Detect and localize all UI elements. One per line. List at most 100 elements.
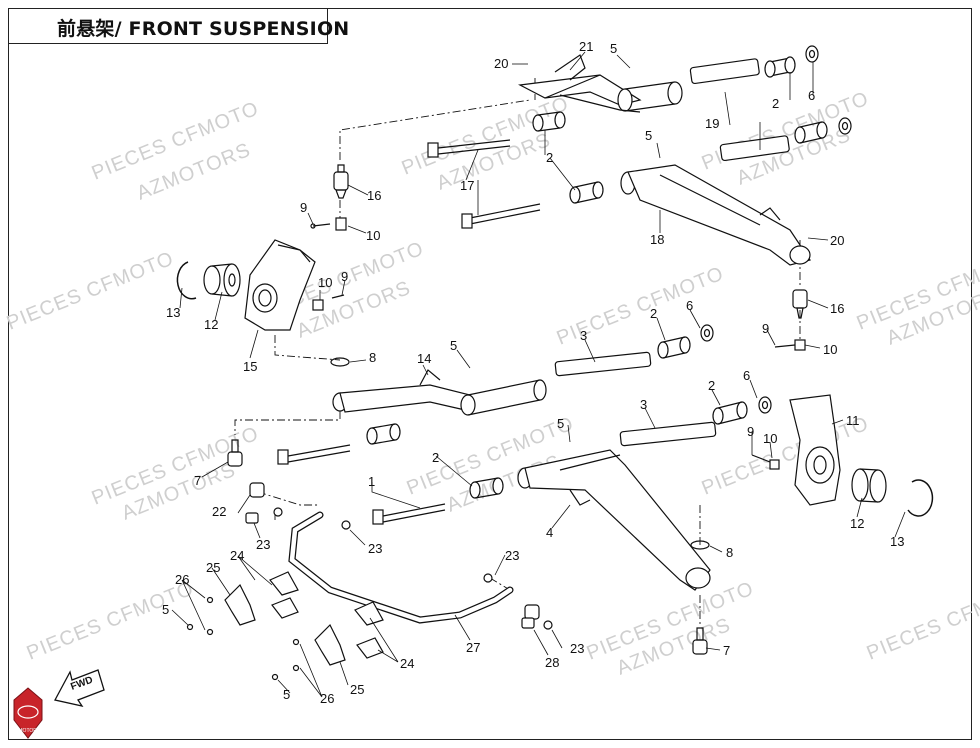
callout-23: 23 <box>256 537 270 552</box>
callout-7: 7 <box>194 473 201 488</box>
callout-20: 20 <box>830 233 844 248</box>
callout-6: 6 <box>686 298 693 313</box>
callout-23: 23 <box>368 541 382 556</box>
nut-23-b <box>341 520 351 530</box>
callout-5: 5 <box>610 41 617 56</box>
bushings-middle <box>532 111 604 204</box>
stabilizer-link-22 <box>245 482 265 524</box>
ball-joint-7-left <box>227 439 243 467</box>
bolt-1 <box>277 444 446 525</box>
callout-17: 17 <box>460 178 474 193</box>
bolt-5-right <box>271 673 279 681</box>
callout-9: 9 <box>341 269 348 284</box>
callout-25: 25 <box>350 682 364 697</box>
callout-22: 22 <box>212 504 226 519</box>
callout-26: 26 <box>175 572 189 587</box>
watermark-line1: PIECES CFMOTO <box>4 247 177 334</box>
bolt-nut-top-left <box>310 217 347 231</box>
stabilizer-bar <box>288 511 514 624</box>
bolt-17 <box>427 139 541 229</box>
page-title: 前悬架/ FRONT SUSPENSION <box>57 18 350 40</box>
callout-8: 8 <box>726 545 733 560</box>
ring-8-right <box>690 540 710 550</box>
stabilizer-link-28 <box>521 604 540 629</box>
callout-23: 23 <box>505 548 519 563</box>
bolt-nut-right-lower <box>751 454 780 470</box>
azmotors-logo: AZMOTORS <box>12 687 43 739</box>
callout-12: 12 <box>850 516 864 531</box>
callout-9: 9 <box>747 424 754 439</box>
callout-16: 16 <box>367 188 381 203</box>
callout-2: 2 <box>772 96 779 111</box>
callout-21: 21 <box>579 39 593 54</box>
callout-2: 2 <box>650 306 657 321</box>
title-box: 前悬架/ FRONT SUSPENSION <box>8 8 349 44</box>
callout-23: 23 <box>570 641 584 656</box>
callout-26: 26 <box>320 691 334 706</box>
callout-14: 14 <box>417 351 431 366</box>
callout-13: 13 <box>890 534 904 549</box>
callout-24: 24 <box>400 656 414 671</box>
bushings-top-right <box>689 45 852 162</box>
callout-24: 24 <box>230 548 244 563</box>
watermark-line1: PIECES CFMOTO <box>864 577 980 664</box>
callout-2: 2 <box>546 150 553 165</box>
bushings-row-upper <box>554 324 714 377</box>
watermarks: PIECES CFMOTO AZMOTORS PIECES CFMOTO AZM… <box>4 87 980 679</box>
callout-11: 11 <box>846 413 860 428</box>
steering-knuckle-left <box>244 239 316 331</box>
ball-joint-16-top <box>333 164 349 199</box>
bushings-row-lower <box>619 396 772 447</box>
bearing-left <box>176 261 241 300</box>
callout-16: 16 <box>830 301 844 316</box>
fwd-arrow-icon <box>54 669 105 707</box>
callout-5: 5 <box>645 128 652 143</box>
callout-3: 3 <box>640 397 647 412</box>
callout-7: 7 <box>723 643 730 658</box>
bushings-lower-left <box>366 423 504 499</box>
bolt-5-left <box>186 623 194 631</box>
lower-control-arm-4 <box>517 449 711 591</box>
leader-lines <box>171 51 906 698</box>
callout-6: 6 <box>808 88 815 103</box>
callout-labels: 20 21 5 2 6 19 17 2 5 16 9 10 18 20 13 1… <box>162 39 904 706</box>
callout-20: 20 <box>494 56 508 71</box>
callout-10: 10 <box>823 342 837 357</box>
bracket-25-left <box>206 583 256 636</box>
callout-8: 8 <box>369 350 376 365</box>
ring-8-left <box>330 357 350 367</box>
bolt-nut-right-upper <box>774 339 806 351</box>
watermark-line1: PIECES CFMOTO <box>24 577 197 664</box>
steering-knuckle-right <box>789 394 841 506</box>
callout-5: 5 <box>162 602 169 617</box>
callout-18: 18 <box>650 232 664 247</box>
callout-10: 10 <box>366 228 380 243</box>
ball-joint-16-right <box>792 289 808 319</box>
lower-arm-14 <box>332 369 547 416</box>
logo-text: AZMOTORS <box>12 728 41 734</box>
bushing-24-left <box>269 571 299 619</box>
callout-6: 6 <box>743 368 750 383</box>
bolt-nut-left <box>312 294 345 311</box>
diagram-border <box>8 8 972 740</box>
nut-23-a <box>273 507 283 517</box>
callout-10: 10 <box>318 275 332 290</box>
nut-23-c <box>483 573 493 583</box>
bearing-right <box>851 468 934 517</box>
callout-19: 19 <box>705 116 719 131</box>
nut-23-d <box>543 620 553 630</box>
callout-3: 3 <box>580 328 587 343</box>
callout-5: 5 <box>450 338 457 353</box>
upper-control-arm-top <box>518 54 683 113</box>
callout-5: 5 <box>283 687 290 702</box>
callout-2: 2 <box>432 450 439 465</box>
callout-1: 1 <box>368 474 375 489</box>
callout-12: 12 <box>204 317 218 332</box>
callout-25: 25 <box>206 560 220 575</box>
callout-27: 27 <box>466 640 480 655</box>
callout-4: 4 <box>546 525 553 540</box>
callout-9: 9 <box>762 321 769 336</box>
callout-28: 28 <box>545 655 559 670</box>
callout-10: 10 <box>763 431 777 446</box>
